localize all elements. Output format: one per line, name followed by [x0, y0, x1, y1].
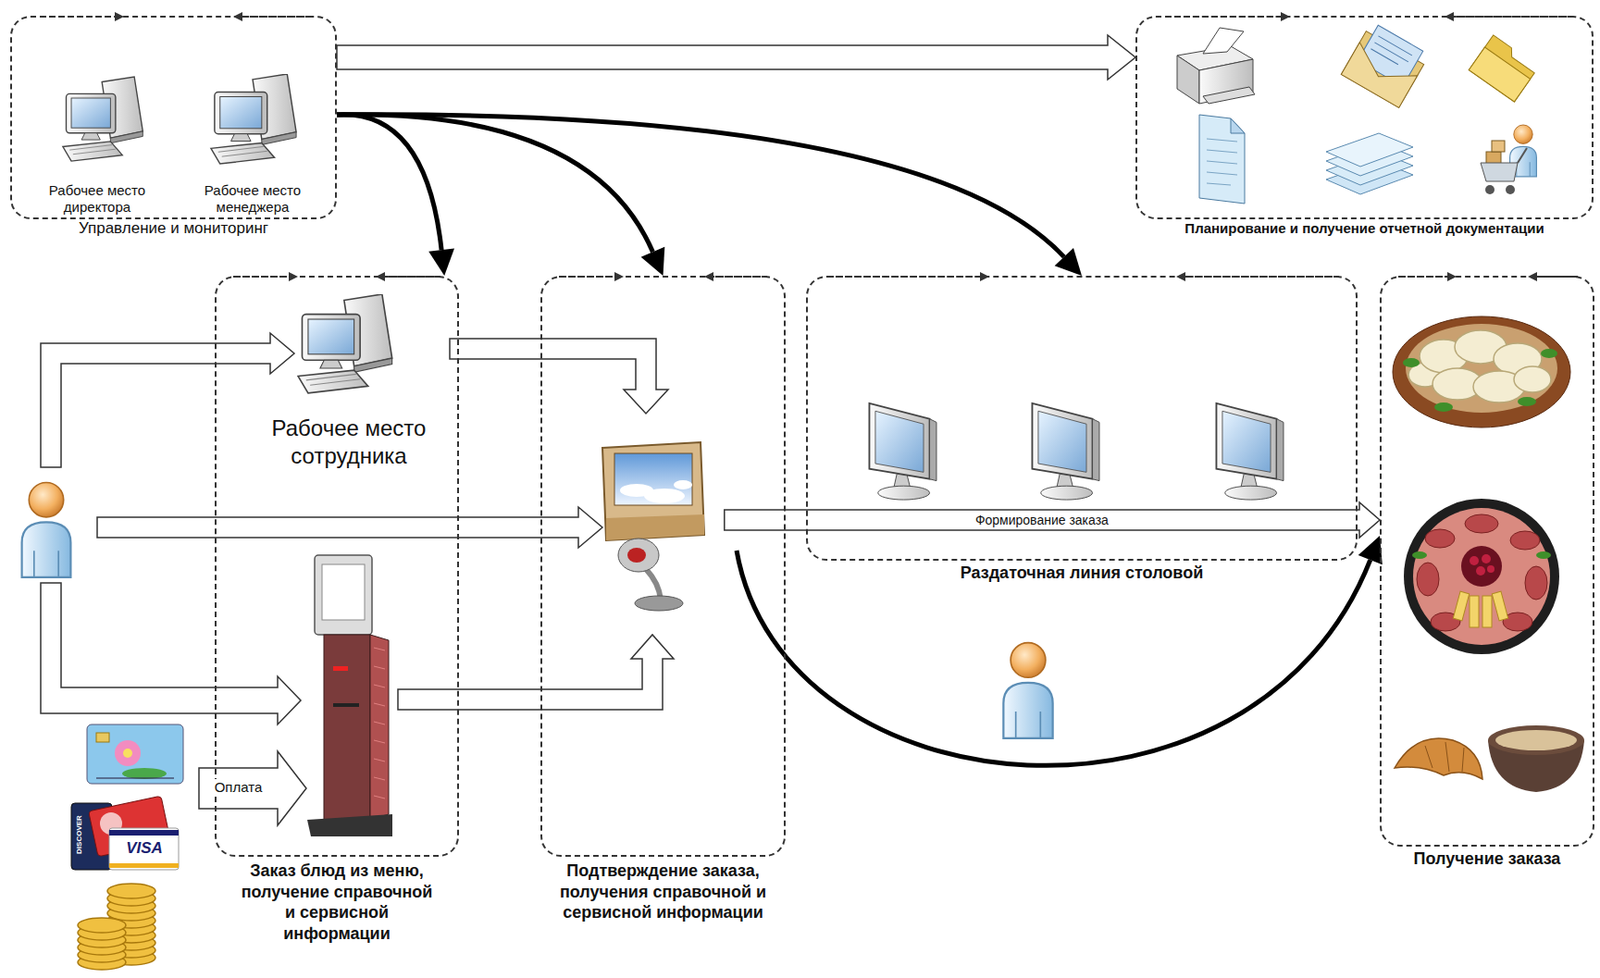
workstation-label: Рабочее место директора — [24, 182, 171, 218]
arrow-head — [428, 248, 455, 276]
text-slot: Подтверждение заказа, получения справочн… — [556, 860, 771, 924]
arrow-line — [336, 114, 1065, 258]
dashed-region: Получение заказа — [1379, 275, 1595, 847]
region-title: Подтверждение заказа, получения справочн… — [556, 860, 771, 924]
edge-label: Формирование заказа — [972, 512, 1112, 528]
dishes — [1392, 316, 1585, 793]
curved-arrow — [336, 114, 665, 276]
hollow-arrow — [336, 35, 1136, 80]
label-slot: Формирование заказа — [972, 512, 1112, 528]
arrow-line — [736, 550, 1371, 766]
text-slot: Получение заказа — [1413, 848, 1562, 870]
order-kiosk — [307, 555, 393, 837]
card-logo: VISA — [116, 838, 173, 858]
text-slot: Управление и мониторинг — [78, 218, 269, 238]
payment-label: Оплата — [212, 779, 265, 797]
text-slot: Заказ блюд из меню, получение справочной… — [235, 860, 439, 944]
workstation-node: Рабочее место директора — [24, 62, 171, 219]
label-slot: VISA — [116, 838, 173, 858]
text-slot: Планирование и получение отчетной докуме… — [1184, 220, 1544, 238]
workstation-label: Рабочее место менеджера — [179, 182, 326, 218]
curved-arrow — [736, 535, 1383, 766]
dashed-region: Планирование и получение отчетной докуме… — [1135, 15, 1594, 220]
region-title: Планирование и получение отчетной докуме… — [1184, 220, 1544, 238]
workstation-node: Рабочее место сотрудника — [248, 296, 450, 472]
arrow-outline — [449, 338, 669, 414]
serving-monitors — [868, 403, 1284, 500]
region-title: Раздаточная линия столовой — [960, 562, 1204, 584]
coins — [77, 883, 156, 970]
dashed-region: Подтверждение заказа, получения справочн… — [540, 275, 786, 857]
order-terminal — [602, 442, 705, 611]
text-slot: Рабочее место менеджера — [179, 182, 326, 218]
payment-means — [71, 724, 184, 870]
text-slot: Раздаточная линия столовой — [960, 562, 1204, 584]
label-slot: Оплата — [198, 779, 278, 797]
arrow-head — [1054, 248, 1082, 276]
text-slot: Рабочее место сотрудника — [248, 414, 450, 471]
dashed-region: Управление и мониторингРабочее место дир… — [10, 15, 337, 220]
region-title: Получение заказа — [1413, 848, 1562, 870]
curved-arrow — [336, 114, 455, 276]
hollow-arrow — [449, 338, 669, 414]
region-title: Заказ блюд из меню, получение справочной… — [235, 860, 439, 944]
hollow-arrow — [724, 502, 1380, 538]
arrow-line — [336, 114, 442, 250]
region-title: Управление и мониторинг — [78, 218, 269, 238]
workstation-label: Рабочее место сотрудника — [248, 414, 450, 471]
arrow-head — [641, 247, 666, 276]
document-icons — [1177, 21, 1539, 204]
card-logo: DISCOVER — [74, 808, 85, 861]
arrow-head — [1358, 535, 1383, 565]
flow-marks — [40, 12, 1578, 282]
arrow-outline — [724, 502, 1380, 538]
workstation-node: Рабочее место менеджера — [179, 62, 326, 219]
label-slot: DISCOVER — [74, 808, 85, 861]
dashed-region: Заказ блюд из меню, получение справочной… — [214, 275, 459, 857]
text-slot: Рабочее место директора — [24, 182, 171, 218]
user-arrows — [40, 333, 674, 826]
arrow-line — [336, 114, 653, 253]
arrow-outline — [336, 35, 1136, 80]
curved-arrow — [336, 114, 1082, 276]
